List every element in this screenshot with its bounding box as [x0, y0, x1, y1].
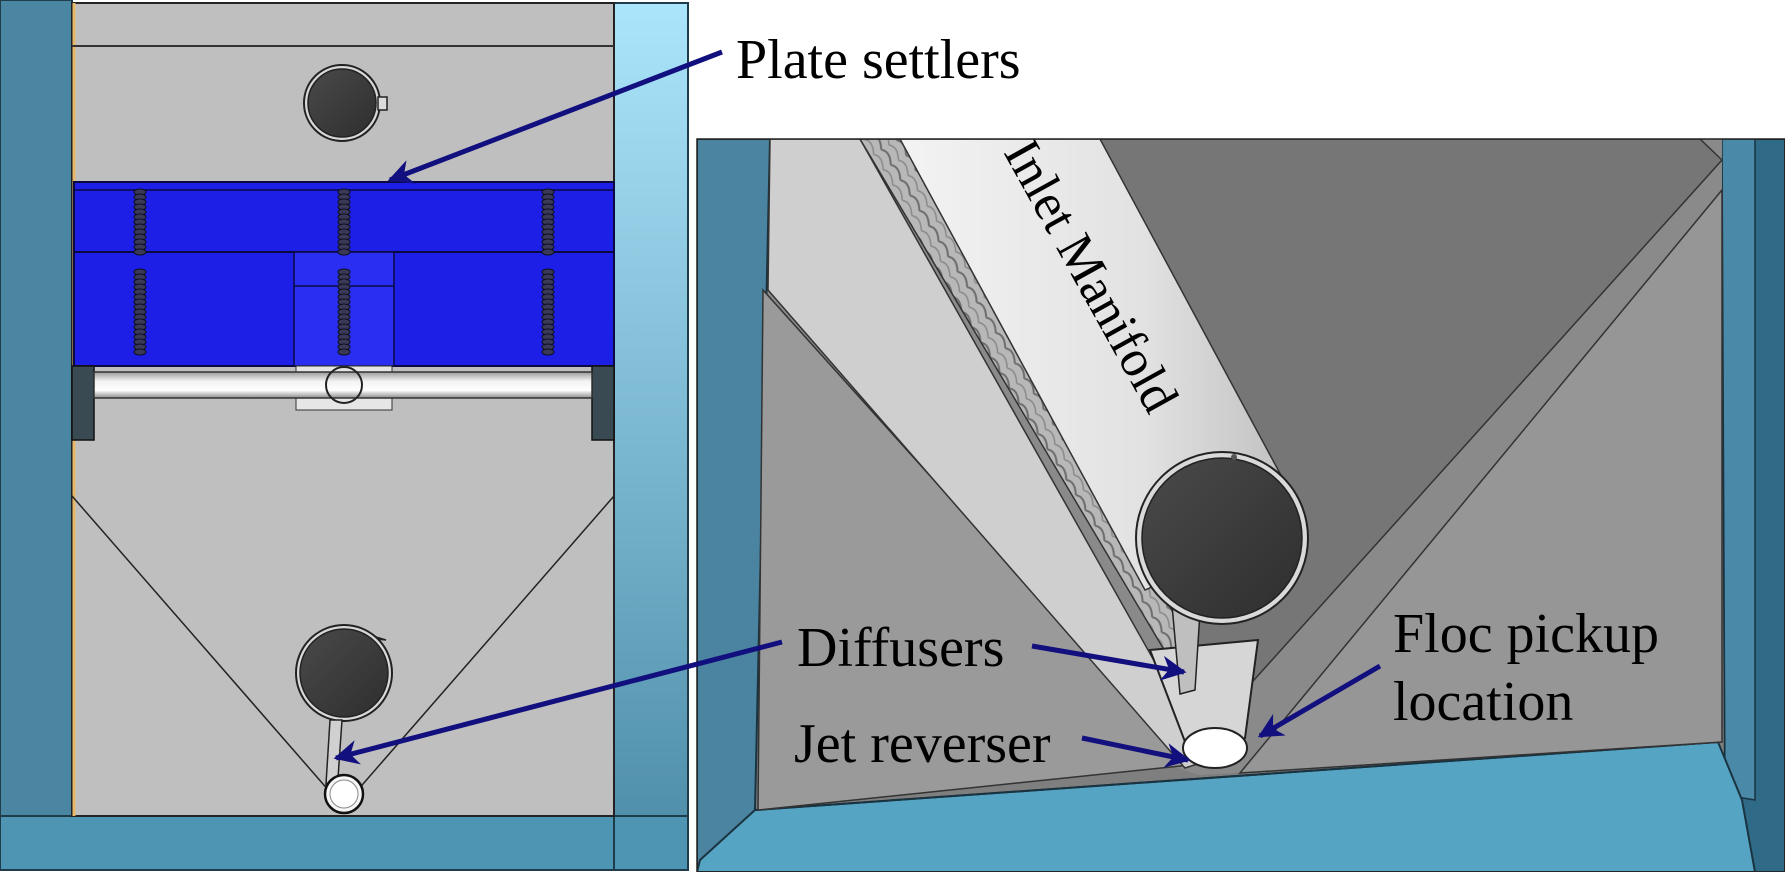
fastener — [541, 248, 555, 256]
arrow-icon — [1081, 735, 1191, 768]
arrow-icon — [387, 49, 723, 184]
inlet-manifold-pipe — [899, 139, 1309, 695]
bottom-manifold-end — [295, 624, 393, 815]
left-tank-view — [0, 0, 689, 871]
arrow-icon — [333, 639, 783, 765]
fastener — [337, 348, 351, 356]
fastener — [133, 248, 147, 256]
fastener — [133, 348, 147, 356]
jet-reverser-label: Jet reverser — [794, 713, 1051, 775]
right-wall — [613, 2, 689, 871]
fastener — [337, 248, 351, 256]
callout-arrows — [333, 49, 1382, 768]
left-wall — [0, 0, 73, 871]
fastener — [541, 348, 555, 356]
right-closeup-view: Inlet Manifold — [697, 139, 1785, 872]
tank-floor — [0, 815, 689, 871]
top-pipe-end — [303, 64, 388, 142]
diffusers-label: Diffusers — [797, 617, 1004, 679]
arrow-icon — [1257, 663, 1382, 739]
plate-settlers — [73, 181, 615, 367]
floc-pickup-label-line2: location — [1393, 671, 1573, 733]
plate-fasteners — [133, 188, 555, 356]
plate-settlers-label: Plate settlers — [736, 29, 1021, 91]
effluent-pipe — [71, 365, 615, 441]
arrow-icon — [1031, 643, 1187, 681]
floc-pickup-label-line1: Floc pickup — [1393, 603, 1659, 665]
